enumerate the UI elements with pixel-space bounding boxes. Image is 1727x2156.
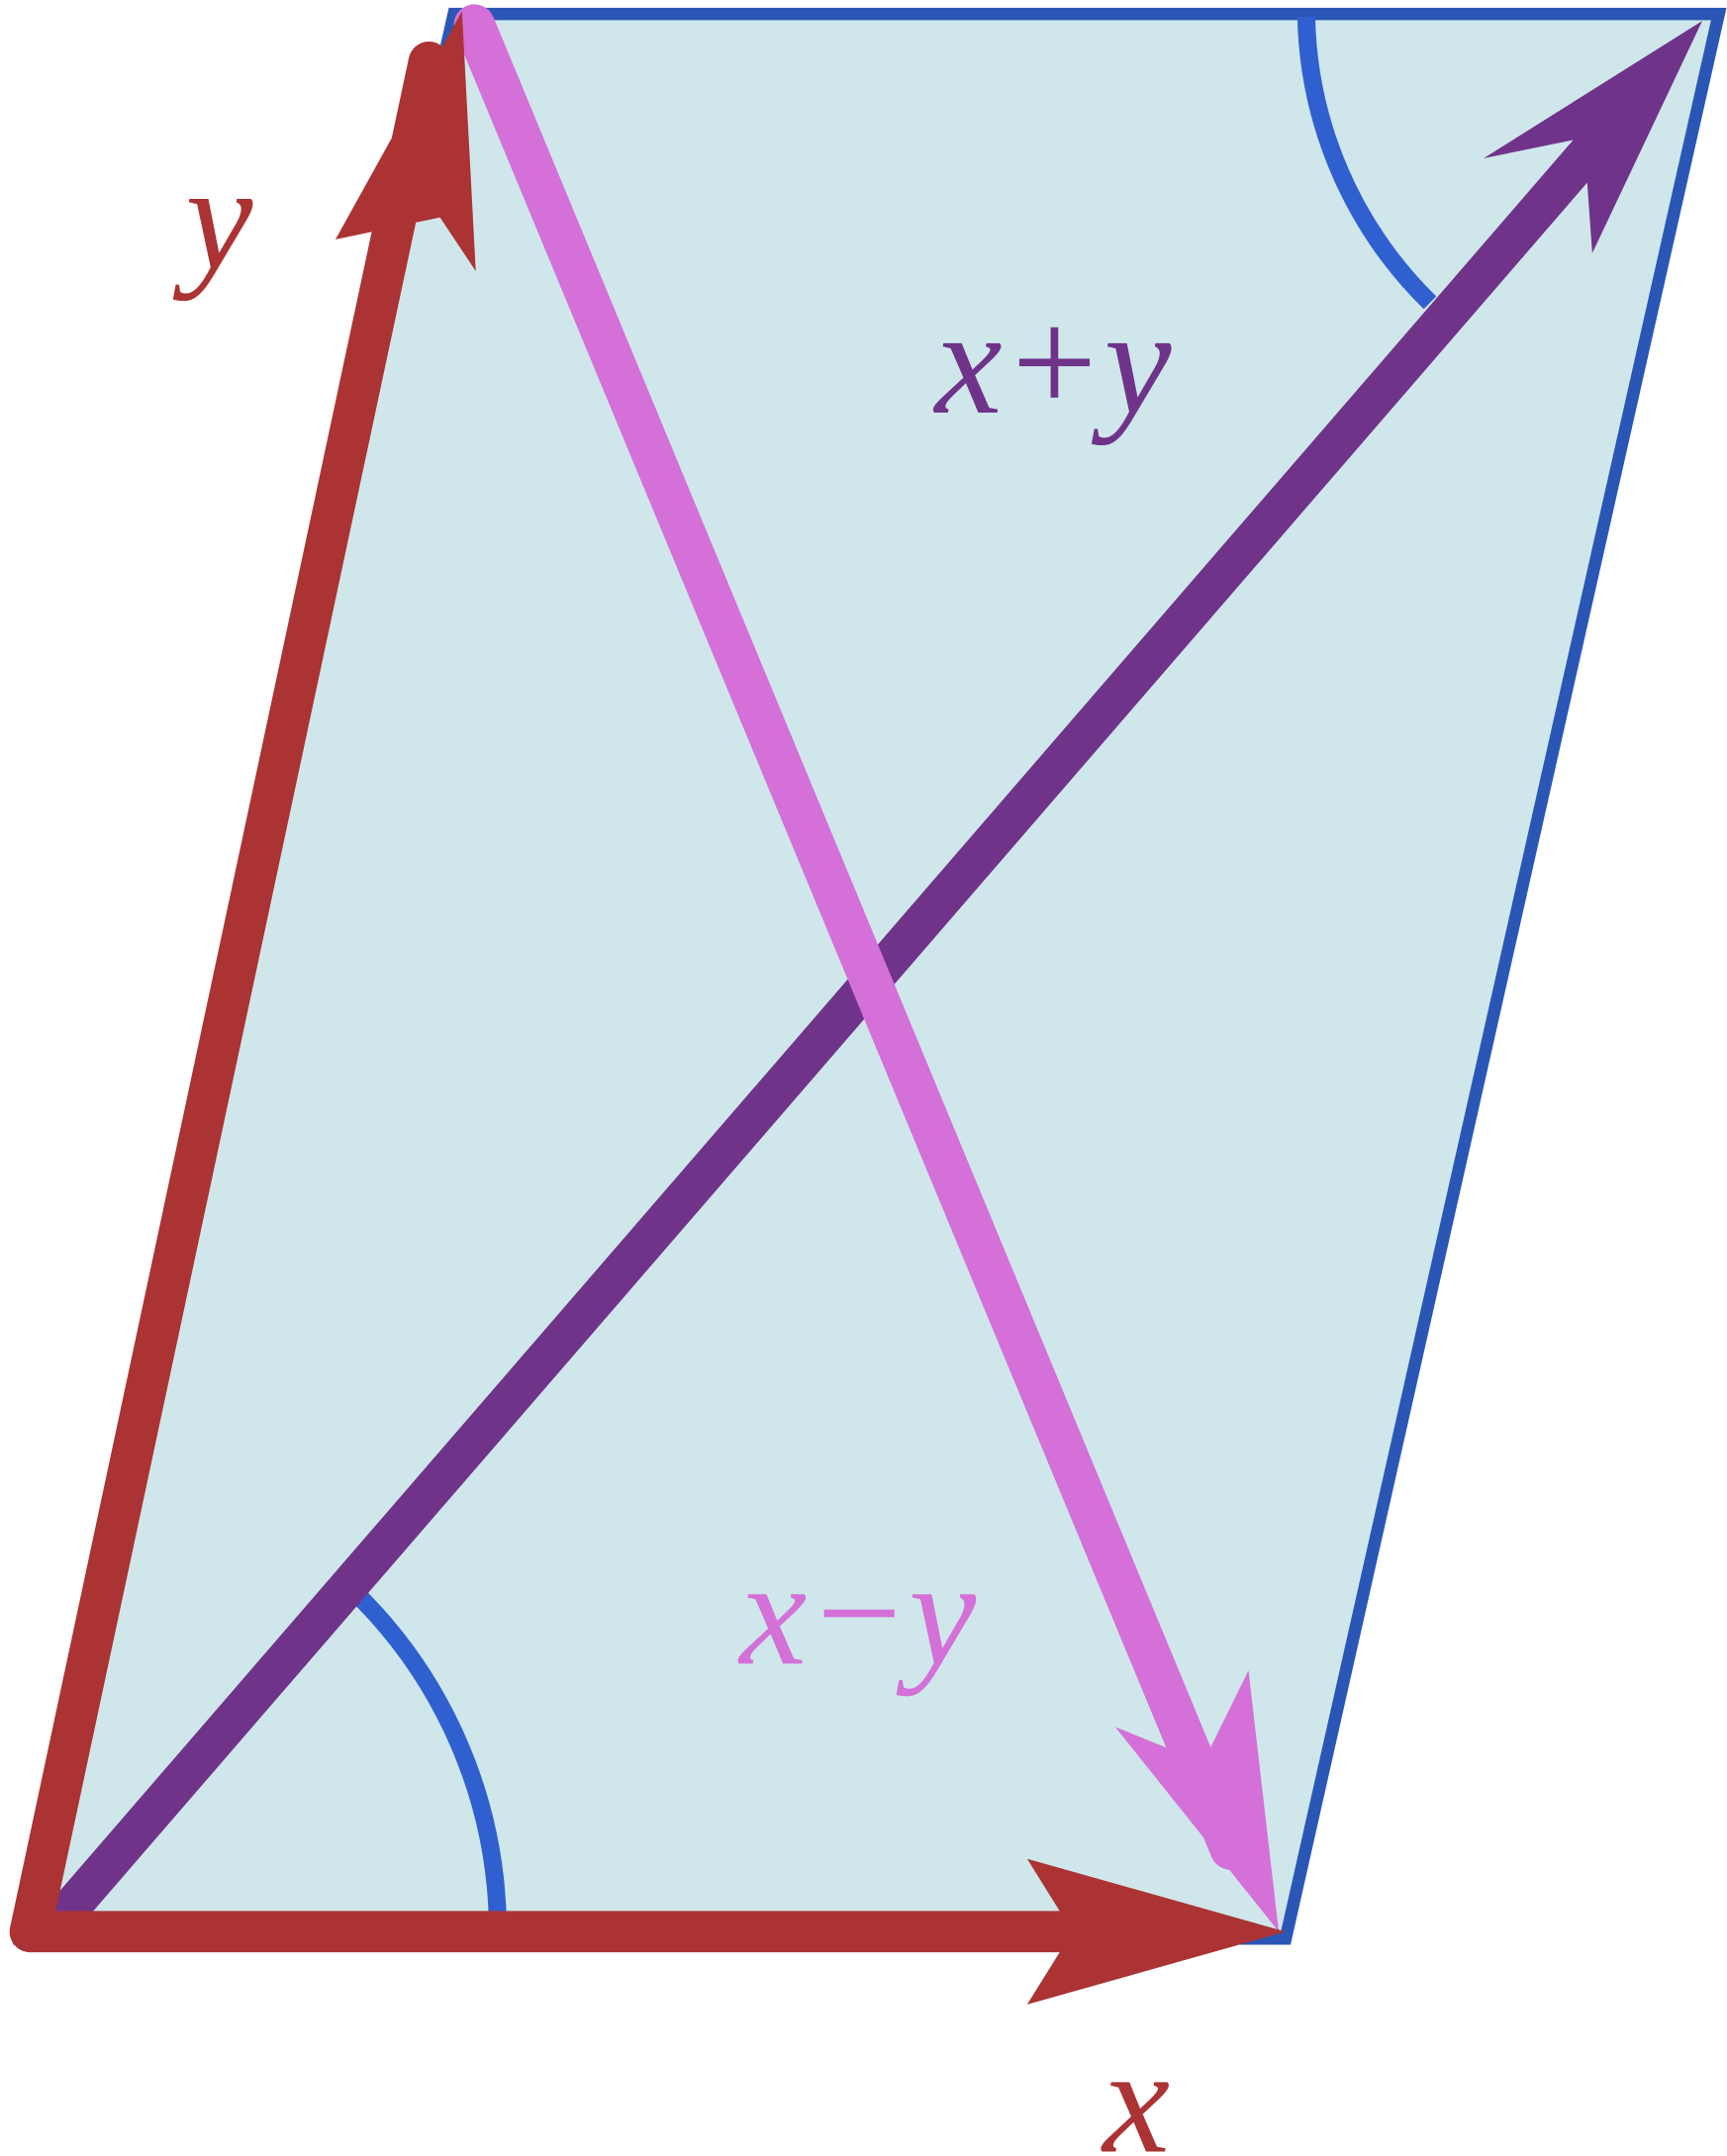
vector-sum — [43, 21, 1702, 1937]
label-difference: x−y — [737, 1530, 976, 1697]
vector-y-arrowhead — [335, 11, 476, 271]
angle-arc-top-right — [1296, 16, 1437, 310]
angle-arc-bottom-left — [348, 1585, 507, 1925]
label-y: y — [173, 135, 253, 302]
vector-y — [9, 11, 476, 1953]
vector-difference — [453, 4, 1280, 1932]
vector-x — [9, 1858, 1287, 2005]
vector-sum-arrowhead — [1484, 21, 1702, 253]
vector-x-arrowhead — [1026, 1858, 1287, 2005]
label-sum: x+y — [933, 279, 1172, 446]
label-x: x — [1101, 2018, 1170, 2156]
vector-difference-arrowhead — [1114, 1670, 1280, 1932]
